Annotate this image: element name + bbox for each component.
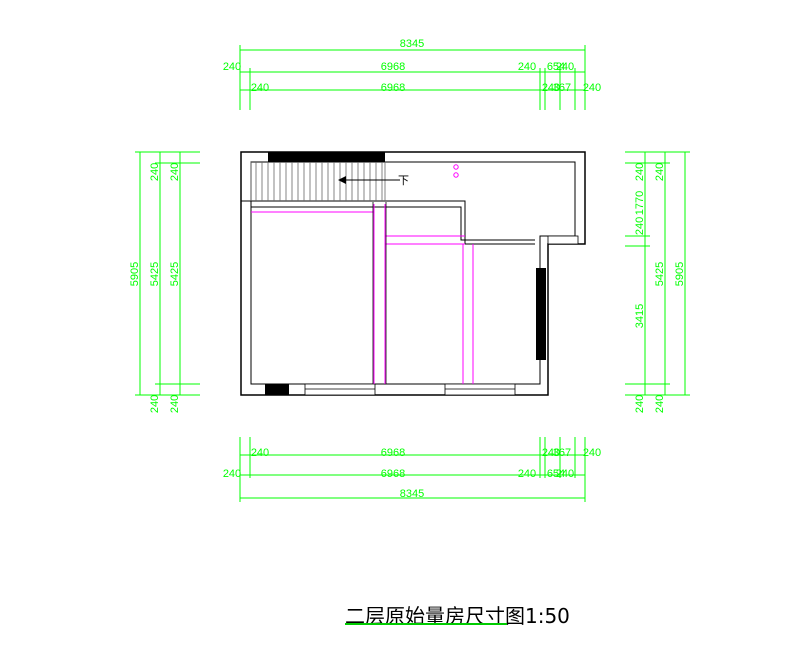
right-dimensions bbox=[625, 151, 690, 396]
top-inner-dim-wall-mid: 240 bbox=[542, 82, 560, 94]
right-wall-solid bbox=[536, 268, 546, 360]
bottom-dimensions bbox=[239, 437, 586, 502]
bottom-wall-solid bbox=[265, 384, 289, 395]
right-dim-bottom-wall-a: 240 bbox=[634, 395, 646, 413]
right-dim-bottom-wall-b: 240 bbox=[654, 395, 666, 413]
left-dim-span-a: 5425 bbox=[149, 262, 161, 286]
left-dim-bottom-wall-a: 240 bbox=[149, 395, 161, 413]
top-dimensions bbox=[239, 45, 586, 110]
bottom-inner-dim-wall-left: 240 bbox=[251, 447, 269, 459]
left-dim-top-wall-a: 240 bbox=[149, 163, 161, 181]
bottom-dim-step: 654 bbox=[547, 468, 565, 480]
top-dim-wall-right: 240 bbox=[556, 61, 574, 73]
right-dim-top-wall-b: 240 bbox=[654, 163, 666, 181]
window-openings bbox=[304, 235, 579, 396]
stair-down-label: 下 bbox=[398, 174, 409, 187]
left-total-dim: 5905 bbox=[129, 262, 141, 286]
top-total-dim: 8345 bbox=[400, 38, 424, 50]
pipe-symbols bbox=[453, 164, 459, 178]
right-total-dim: 5905 bbox=[674, 262, 686, 286]
bottom-dim-wall-right: 240 bbox=[556, 468, 574, 480]
bottom-dim-wall-mid: 240 bbox=[518, 468, 536, 480]
right-dim-corridor: 1770 bbox=[634, 191, 646, 215]
right-dim-span-b: 5425 bbox=[654, 262, 666, 286]
top-dim-step: 654 bbox=[547, 61, 565, 73]
stair-direction-arrow bbox=[338, 176, 400, 184]
top-dim-wall-mid: 240 bbox=[518, 61, 536, 73]
top-wall-solid bbox=[268, 152, 385, 162]
right-dim-top-wall-a: 240 bbox=[634, 163, 646, 181]
bottom-dim-wall-left: 240 bbox=[223, 468, 241, 480]
exterior-walls bbox=[240, 151, 586, 396]
left-dimensions bbox=[135, 151, 200, 396]
bottom-dim-span: 6968 bbox=[381, 468, 405, 480]
left-dim-bottom-wall-b: 240 bbox=[169, 395, 181, 413]
title-underline bbox=[345, 623, 507, 625]
bottom-total-dim: 8345 bbox=[400, 488, 424, 500]
right-dim-mid-wall: 240 bbox=[634, 217, 646, 235]
top-inner-dim-wall-right: 240 bbox=[583, 82, 601, 94]
top-inner-dim-wall-left: 240 bbox=[251, 82, 269, 94]
bottom-inner-dim-wall-mid: 240 bbox=[542, 447, 560, 459]
left-dim-span-b: 5425 bbox=[169, 262, 181, 286]
bottom-inner-dim-span: 6968 bbox=[381, 447, 405, 459]
staircase bbox=[250, 162, 386, 201]
room-walls bbox=[372, 202, 387, 384]
bottom-inner-dim-wall-right: 240 bbox=[583, 447, 601, 459]
interior-partitions bbox=[251, 204, 474, 384]
right-dim-room: 3415 bbox=[634, 304, 646, 328]
top-inner-dim-span: 6968 bbox=[381, 82, 405, 94]
top-inner-dim-step: 367 bbox=[553, 82, 571, 94]
bottom-inner-dim-step: 367 bbox=[553, 447, 571, 459]
left-dim-top-wall-b: 240 bbox=[169, 163, 181, 181]
top-dim-wall-left: 240 bbox=[223, 61, 241, 73]
top-dim-span: 6968 bbox=[381, 61, 405, 73]
